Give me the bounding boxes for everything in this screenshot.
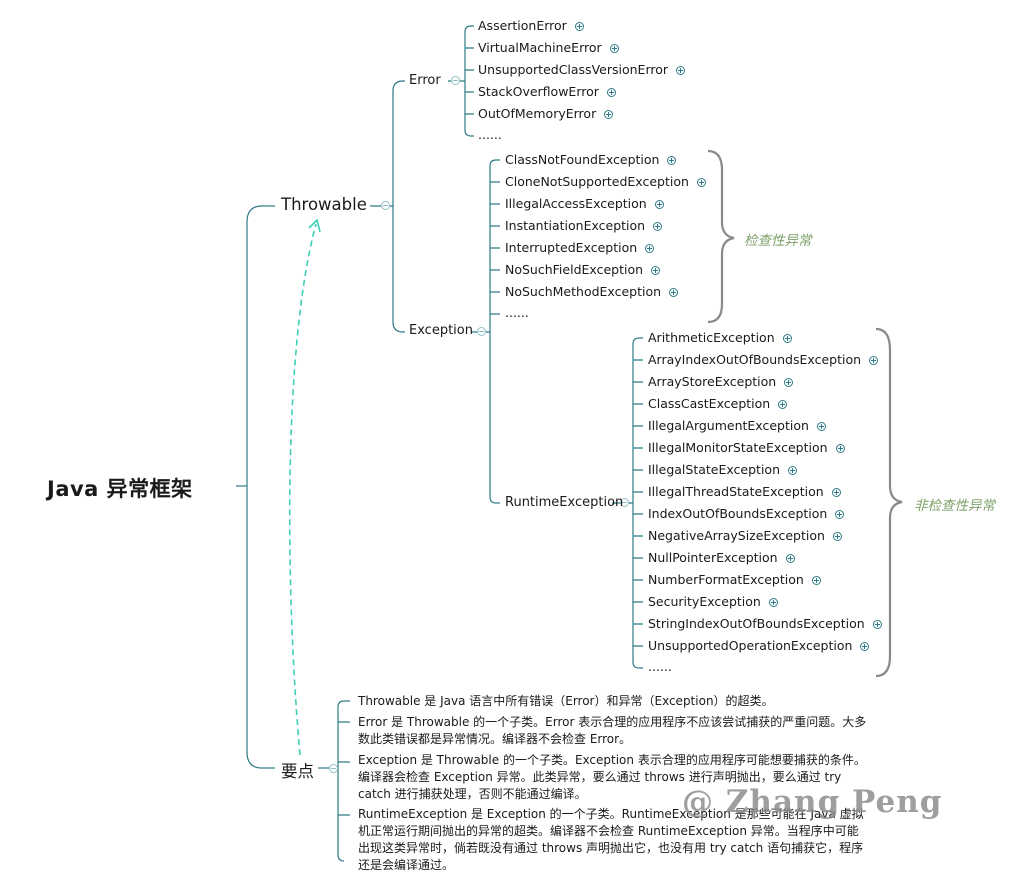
error-item[interactable]: AssertionError — [478, 18, 584, 34]
keypoints-collapse-icon[interactable] — [329, 764, 338, 773]
expand-plus-icon[interactable] — [811, 576, 821, 585]
expand-plus-icon[interactable] — [696, 178, 706, 187]
expand-plus-icon[interactable] — [645, 244, 655, 253]
expand-plus-icon[interactable] — [609, 44, 619, 53]
error-node[interactable]: Error — [409, 73, 441, 88]
error-item[interactable]: UnsupportedClassVersionError — [478, 62, 686, 78]
runtime-exception-item[interactable]: ArithmeticException — [648, 330, 792, 346]
runtime-exception-item[interactable]: ClassCastException — [648, 396, 788, 412]
author-watermark: @ Zhang Peng — [682, 784, 943, 820]
checked-exception-item[interactable]: ClassNotFoundException — [505, 152, 677, 168]
error-item[interactable]: StackOverflowError — [478, 84, 616, 100]
expand-plus-icon[interactable] — [832, 532, 842, 541]
throwable-collapse-icon[interactable] — [381, 201, 390, 210]
checked-exception-item[interactable]: CloneNotSupportedException — [505, 174, 706, 190]
note-exception[interactable]: Exception 是 Throwable 的一个子类。Exception 表示… — [358, 753, 866, 801]
expand-plus-icon[interactable] — [782, 334, 792, 343]
checked-exception-tag: 检查性异常 — [744, 233, 812, 249]
runtime-exception-item[interactable]: ...... — [648, 659, 672, 674]
note-error[interactable]: Error 是 Throwable 的一个子类。Error 表示合理的应用程序不… — [358, 715, 867, 746]
runtime-exception-item[interactable]: IndexOutOfBoundsException — [648, 506, 845, 522]
error-collapse-icon[interactable] — [451, 76, 460, 85]
expand-plus-icon[interactable] — [654, 200, 664, 209]
keypoints-node[interactable]: 要点 — [281, 762, 314, 781]
runtime-collapse-icon[interactable] — [620, 498, 629, 507]
note-throwable[interactable]: Throwable 是 Java 语言中所有错误（Error）和异常（Excep… — [358, 694, 774, 708]
expand-plus-icon[interactable] — [785, 554, 795, 563]
expand-plus-icon[interactable] — [676, 66, 686, 75]
expand-plus-icon[interactable] — [574, 22, 584, 31]
runtime-exception-item[interactable]: IllegalMonitorStateException — [648, 440, 845, 456]
checked-exception-item[interactable]: InterruptedException — [505, 240, 655, 256]
runtime-exception-item[interactable]: ArrayIndexOutOfBoundsException — [648, 352, 879, 368]
runtime-exception-item[interactable]: NullPointerException — [648, 550, 795, 566]
expand-plus-icon[interactable] — [788, 466, 797, 475]
checked-exception-item[interactable]: ...... — [505, 305, 529, 320]
throwable-node[interactable]: Throwable — [281, 195, 367, 214]
runtime-exception-item[interactable]: NumberFormatException — [648, 572, 821, 588]
expand-plus-icon[interactable] — [778, 400, 788, 409]
expand-plus-icon[interactable] — [835, 510, 845, 519]
expand-plus-icon[interactable] — [768, 598, 778, 607]
runtime-exception-item[interactable]: IllegalThreadStateException — [648, 484, 841, 500]
runtime-exception-item[interactable]: UnsupportedOperationException — [648, 638, 870, 654]
exception-collapse-icon[interactable] — [477, 327, 486, 336]
error-item[interactable]: OutOfMemoryError — [478, 106, 614, 122]
expand-plus-icon[interactable] — [860, 642, 870, 651]
checked-exception-item[interactable]: NoSuchMethodException — [505, 284, 679, 300]
checked-exception-item[interactable]: InstantiationException — [505, 218, 663, 234]
error-item[interactable]: ...... — [478, 127, 502, 142]
runtime-exception-item[interactable]: ArrayStoreException — [648, 374, 794, 390]
root-node[interactable]: Java 异常框架 — [47, 477, 193, 501]
expand-plus-icon[interactable] — [872, 620, 882, 629]
expand-plus-icon[interactable] — [604, 110, 614, 119]
checked-exception-item[interactable]: IllegalAccessException — [505, 196, 664, 212]
expand-plus-icon[interactable] — [869, 356, 879, 365]
expand-plus-icon[interactable] — [831, 488, 841, 497]
expand-plus-icon[interactable] — [651, 266, 661, 275]
expand-plus-icon[interactable] — [835, 444, 845, 453]
runtime-exception-item[interactable]: IllegalStateException — [648, 462, 797, 478]
expand-plus-icon[interactable] — [606, 88, 616, 97]
exception-node[interactable]: Exception — [409, 323, 473, 338]
unchecked-exception-tag: 非检查性异常 — [914, 498, 995, 514]
runtime-exception-node[interactable]: RuntimeException — [505, 495, 624, 510]
expand-plus-icon[interactable] — [669, 288, 679, 297]
expand-plus-icon[interactable] — [667, 156, 677, 165]
error-item[interactable]: VirtualMachineError — [478, 40, 619, 56]
note-runtime-exception[interactable]: RuntimeException 是 Exception 的一个子类。Runti… — [358, 807, 864, 872]
runtime-exception-item[interactable]: IllegalArgumentException — [648, 418, 826, 434]
checked-exception-item[interactable]: NoSuchFieldException — [505, 262, 661, 278]
runtime-exception-item[interactable]: SecurityException — [648, 594, 778, 610]
expand-plus-icon[interactable] — [784, 378, 794, 387]
expand-plus-icon[interactable] — [653, 222, 663, 231]
expand-plus-icon[interactable] — [816, 422, 826, 431]
runtime-exception-item[interactable]: NegativeArraySizeException — [648, 528, 842, 544]
runtime-exception-item[interactable]: StringIndexOutOfBoundsException — [648, 616, 882, 632]
